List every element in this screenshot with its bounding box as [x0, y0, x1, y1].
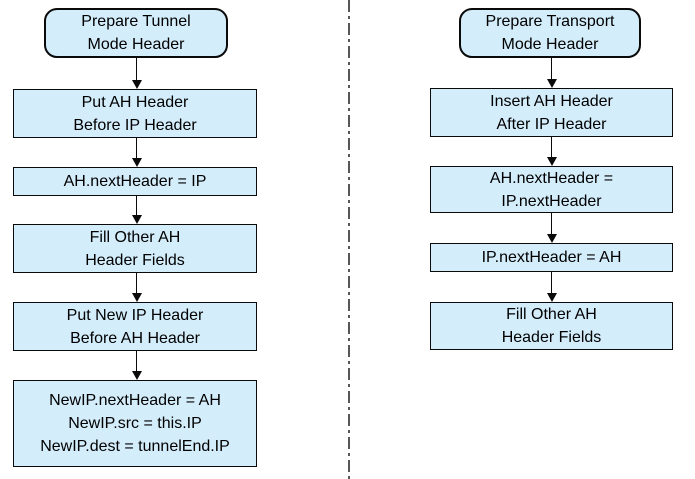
down-arrowhead-icon	[546, 79, 557, 88]
arrow-shaft	[136, 196, 137, 215]
tunnel-connector-1	[131, 58, 142, 89]
down-arrowhead-icon	[131, 80, 142, 89]
down-arrowhead-icon	[131, 158, 142, 167]
tunnel-flow-start-terminator: Prepare Tunnel Mode Header	[44, 8, 228, 58]
transport-step-insert-ah-header: Insert AH Header After IP Header	[430, 88, 673, 137]
transport-flow-start-terminator: Prepare Transport Mode Header	[459, 8, 641, 58]
transport-connector-1	[546, 58, 557, 88]
arrow-shaft	[136, 138, 137, 158]
tunnel-connector-4	[131, 273, 142, 302]
transport-step-ah-nextheader: AH.nextHeader = IP.nextHeader	[430, 166, 673, 213]
down-arrowhead-icon	[131, 215, 142, 224]
tunnel-connector-3	[131, 196, 142, 224]
arrow-shaft	[136, 273, 137, 293]
transport-connector-3	[546, 213, 557, 243]
arrow-shaft	[551, 272, 552, 293]
tunnel-step-newip-assignments: NewIP.nextHeader = AH NewIP.src = this.I…	[13, 380, 257, 467]
down-arrowhead-icon	[546, 234, 557, 243]
arrow-shaft	[136, 58, 137, 80]
tunnel-connector-5	[131, 351, 142, 380]
down-arrowhead-icon	[131, 293, 142, 302]
tunnel-step-ah-nextheader: AH.nextHeader = IP	[13, 167, 257, 196]
transport-step-ip-nextheader: IP.nextHeader = AH	[430, 243, 673, 272]
tunnel-step-put-new-ip-header: Put New IP Header Before AH Header	[13, 302, 257, 351]
down-arrowhead-icon	[546, 293, 557, 302]
transport-connector-4	[546, 272, 557, 302]
column-divider-line	[348, 0, 350, 479]
arrow-shaft	[551, 137, 552, 157]
tunnel-connector-2	[131, 138, 142, 167]
arrow-shaft	[551, 213, 552, 234]
arrow-shaft	[551, 58, 552, 79]
tunnel-step-put-ah-header: Put AH Header Before IP Header	[13, 89, 257, 138]
transport-connector-2	[546, 137, 557, 166]
down-arrowhead-icon	[131, 371, 142, 380]
down-arrowhead-icon	[546, 157, 557, 166]
arrow-shaft	[136, 351, 137, 371]
transport-step-fill-other-fields: Fill Other AH Header Fields	[430, 302, 673, 350]
tunnel-step-fill-other-fields: Fill Other AH Header Fields	[13, 224, 257, 273]
